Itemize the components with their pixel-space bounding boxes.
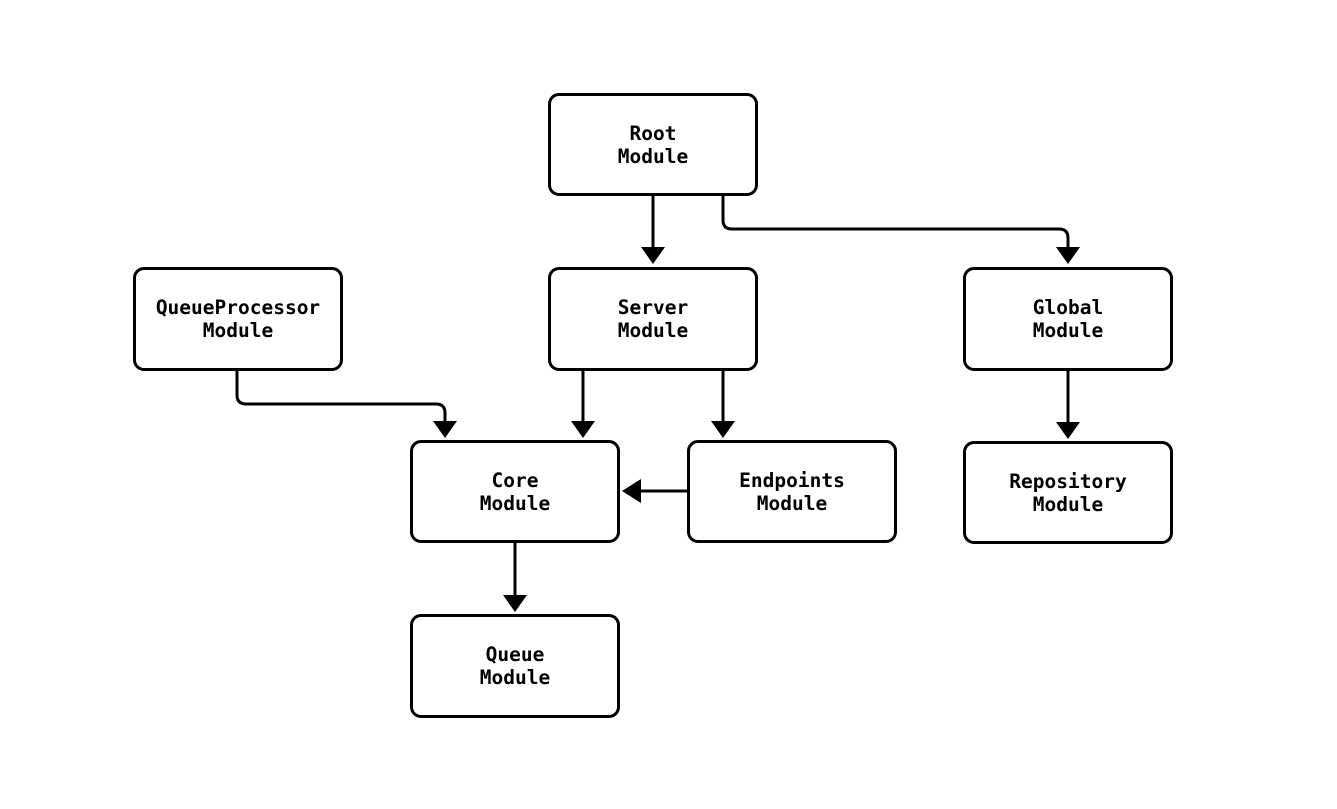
node-queueprocessor-module-line2: Module [202,319,274,342]
edge-server-core [571,371,595,438]
node-root-module-line1: Root [629,121,677,145]
node-root-module-line2: Module [617,144,689,168]
edge-core-queue [503,543,527,612]
node-core-module-line1: Core [491,468,539,492]
node-endpoints-module[interactable]: Endpoints Module [687,440,897,543]
edge-server-endpoints [711,371,735,438]
node-server-module[interactable]: Server Module [548,267,758,371]
node-repository-module[interactable]: Repository Module [963,441,1173,544]
node-endpoints-module-line2: Module [756,491,828,515]
node-core-module-line2: Module [479,491,551,515]
node-global-module-line2: Module [1032,319,1104,342]
node-global-module[interactable]: Global Module [963,267,1173,371]
node-server-module-line1: Server [617,296,689,319]
node-repository-module-line1: Repository [1009,469,1127,493]
node-queue-module-line2: Module [479,666,551,689]
node-repository-module-line2: Module [1032,492,1104,516]
node-queueprocessor-module[interactable]: QueueProcessor Module [133,267,343,371]
node-root-module[interactable]: Root Module [548,93,758,196]
node-core-module[interactable]: Core Module [410,440,620,543]
edge-endpoints-core [622,479,687,503]
node-queue-module-line1: Queue [485,643,545,666]
edge-queueprocessor-core [235,371,457,438]
node-queueprocessor-module-line1: QueueProcessor [155,296,321,319]
edge-root-server [641,196,665,264]
node-server-module-line2: Module [617,319,689,342]
node-queue-module[interactable]: Queue Module [410,614,620,718]
node-endpoints-module-line1: Endpoints [739,468,845,492]
edge-root-global [721,196,1080,264]
node-global-module-line1: Global [1032,296,1104,319]
edge-global-repository [1056,371,1080,439]
